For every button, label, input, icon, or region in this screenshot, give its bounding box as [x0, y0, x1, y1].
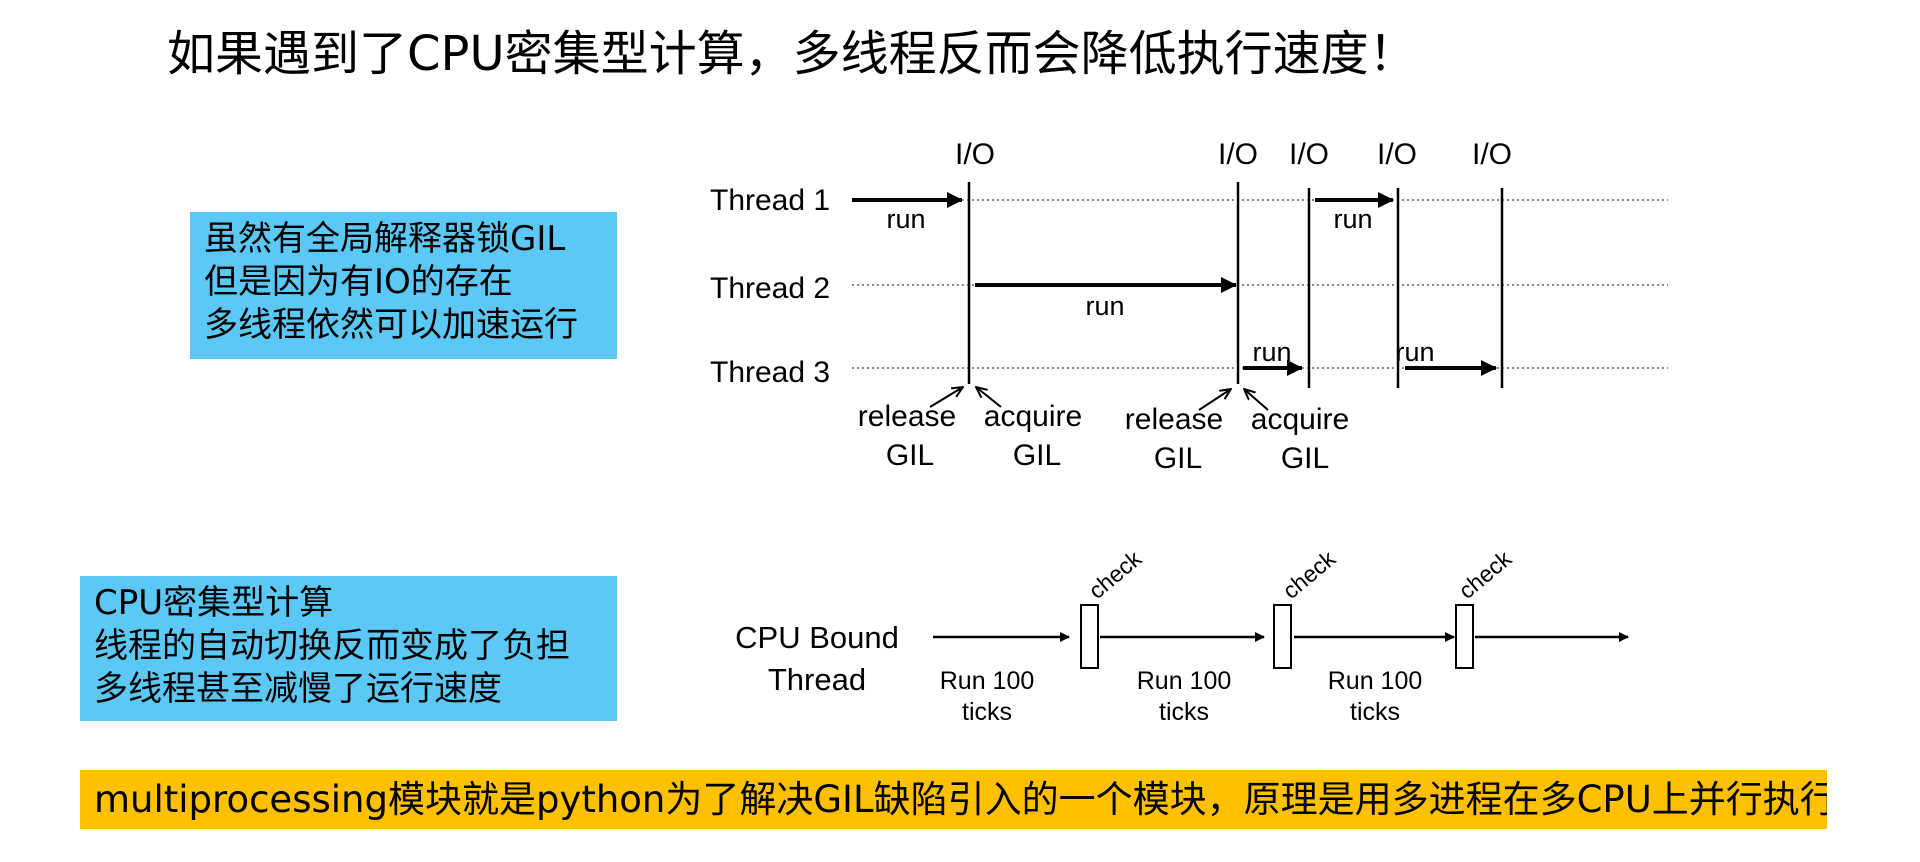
check-label-3: check [1454, 545, 1517, 604]
thread-2-run-label: run [1085, 291, 1124, 321]
io-label-4: I/O [1377, 138, 1417, 171]
note-io-line-2: 但是因为有IO的存在 [204, 262, 513, 302]
run-ticks-label-3-line-1: Run 100 [1328, 667, 1423, 695]
io-label-3: I/O [1289, 138, 1329, 171]
bottom-banner: multiprocessing模块就是python为了解决GIL缺陷引入的一个模… [80, 770, 1827, 829]
cpu-thread-label-line-1: CPU Bound [735, 620, 899, 655]
acquire-gil-label-2-line-1: acquire [1251, 403, 1349, 436]
note-io-line-3: 多线程依然可以加速运行 [204, 305, 578, 345]
note-cpu-line-3: 多线程甚至减慢了运行速度 [94, 669, 502, 709]
note-cpu-line-2: 线程的自动切换反而变成了负担 [94, 626, 570, 666]
run-ticks-label-2-line-1: Run 100 [1137, 667, 1232, 695]
io-label-2: I/O [1218, 138, 1258, 171]
cpu-thread-label-line-2: Thread [768, 662, 866, 697]
release-gil-label-1-line-1: release [858, 400, 956, 433]
acquire-gil-pointer-2 [1244, 389, 1269, 411]
slide-title: 如果遇到了CPU密集型计算，多线程反而会降低执行速度！ [167, 26, 1417, 82]
check-box-1 [1080, 604, 1099, 669]
run-ticks-label-2-line-2: ticks [1159, 698, 1209, 726]
run-ticks-label-1-line-2: ticks [962, 698, 1012, 726]
acquire-gil-pointer-1 [976, 387, 1002, 408]
check-label-1: check [1084, 545, 1147, 604]
check-box-3 [1455, 604, 1474, 669]
run-ticks-label-3-line-2: ticks [1350, 698, 1400, 726]
thread-label-3: Thread 3 [710, 356, 830, 389]
release-gil-pointer-2 [1198, 389, 1231, 411]
thread-label-1: Thread 1 [710, 184, 830, 217]
acquire-gil-label-2-line-2: GIL [1281, 442, 1329, 475]
thread-3-run-label-1: run [1252, 337, 1291, 367]
run-ticks-label-1-line-1: Run 100 [940, 667, 1035, 695]
note-box-cpu: CPU密集型计算 线程的自动切换反而变成了负担 多线程甚至减慢了运行速度 [80, 576, 617, 721]
release-gil-label-2-line-2: GIL [1154, 442, 1202, 475]
release-gil-label-2-line-1: release [1125, 403, 1223, 436]
io-label-1: I/O [955, 138, 995, 171]
acquire-gil-label-1-line-1: acquire [984, 400, 1082, 433]
note-io-line-1: 虽然有全局解释器锁GIL [204, 219, 566, 259]
check-box-2 [1273, 604, 1292, 669]
release-gil-pointer-1 [929, 387, 963, 408]
acquire-gil-label-1-line-2: GIL [1013, 439, 1061, 472]
note-box-io: 虽然有全局解释器锁GIL 但是因为有IO的存在 多线程依然可以加速运行 [190, 212, 617, 359]
thread-3-run-label-2: run [1395, 337, 1434, 367]
thread-1-run-label-1: run [886, 204, 925, 234]
io-diagram: I/O I/O I/O I/O I/O Thread 1 Thread 2 Th… [710, 138, 1668, 475]
thread-label-2: Thread 2 [710, 272, 830, 305]
cpu-diagram: CPU Bound Thread check check check Run 1… [735, 545, 1629, 726]
io-label-5: I/O [1472, 138, 1512, 171]
release-gil-label-1-line-2: GIL [886, 439, 934, 472]
check-label-2: check [1278, 545, 1341, 604]
thread-1-run-label-2: run [1333, 204, 1372, 234]
note-cpu-line-1: CPU密集型计算 [94, 583, 334, 623]
